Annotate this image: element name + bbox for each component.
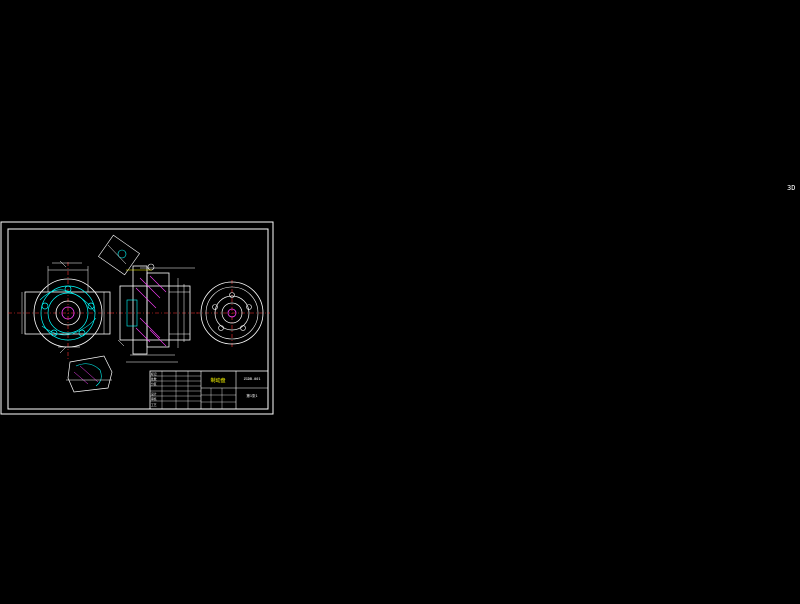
corner-label: 3D (787, 184, 796, 192)
title-drawing-number: ZGDB-001 (244, 377, 261, 381)
title-row-label: 设计 (151, 392, 157, 396)
title-block: 制动盘 ZGDB-001 第1张1 标记 处数 分区 设计 审核 工艺 (149, 370, 269, 410)
sheet-inner-border (7, 228, 269, 410)
front-view (8, 260, 115, 360)
section-view (98, 234, 200, 363)
title-row-label: 标记 (151, 372, 157, 376)
title-row-label: 分区 (151, 382, 157, 386)
title-part-name: 制动盘 (210, 377, 225, 384)
sheet-outer-border (0, 221, 274, 415)
side-view (196, 280, 270, 348)
detail-view (66, 355, 113, 393)
title-row-label: 工艺 (151, 403, 157, 407)
title-sheet-note: 第1张1 (246, 393, 257, 398)
title-row-label: 处数 (151, 377, 157, 381)
title-row-label: 审核 (151, 397, 157, 401)
